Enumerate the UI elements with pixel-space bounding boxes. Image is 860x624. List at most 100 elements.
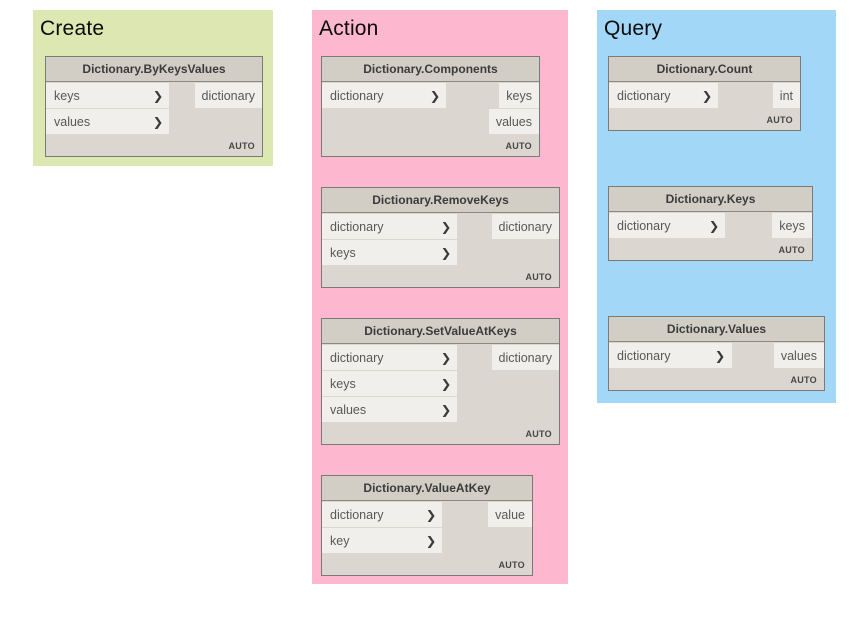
input-port-label: dictionary bbox=[617, 88, 671, 103]
input-port-keys[interactable]: keys ❯ bbox=[322, 371, 458, 396]
input-port-label: dictionary bbox=[330, 350, 384, 365]
port-row: dictionary ❯ keys bbox=[322, 83, 539, 108]
port-row: values ❯ bbox=[46, 109, 262, 134]
node-ports: keys❯ dictionary values ❯ bbox=[46, 82, 262, 134]
input-port-values[interactable]: values ❯ bbox=[46, 109, 170, 134]
port-row: dictionary ❯ int bbox=[609, 83, 800, 108]
port-arrow-icon: ❯ bbox=[440, 376, 452, 391]
output-port-keys[interactable]: keys bbox=[499, 83, 539, 108]
input-port-dictionary[interactable]: dictionary❯ bbox=[322, 214, 458, 239]
group-title-create: Create bbox=[40, 17, 105, 40]
port-arrow-icon: ❯ bbox=[425, 507, 436, 522]
port-row: values ❯ bbox=[322, 397, 559, 422]
group-title-action: Action bbox=[319, 17, 379, 40]
output-port-dictionary[interactable]: dictionary bbox=[491, 214, 559, 239]
output-port-dictionary[interactable]: dictionary bbox=[194, 83, 262, 108]
output-port-value[interactable]: value bbox=[488, 502, 532, 527]
lacing-indicator[interactable]: AUTO bbox=[525, 271, 552, 282]
node-ports: dictionary ❯ values bbox=[609, 342, 824, 368]
lacing-indicator[interactable]: AUTO bbox=[790, 374, 817, 385]
port-arrow-icon: ❯ bbox=[440, 350, 452, 365]
input-port-label: dictionary bbox=[617, 218, 671, 233]
input-port-values[interactable]: values ❯ bbox=[322, 397, 458, 422]
node-ports: dictionary ❯ dictionary keys ❯ values ❯ bbox=[322, 344, 559, 422]
port-row: key❯ bbox=[322, 528, 532, 553]
node-ports: dictionary ❯ keys values bbox=[322, 82, 539, 134]
port-row: dictionary ❯ values bbox=[609, 343, 824, 368]
output-port-dictionary[interactable]: dictionary bbox=[491, 345, 559, 370]
lacing-indicator[interactable]: AUTO bbox=[525, 428, 552, 439]
lacing-indicator[interactable]: AUTO bbox=[498, 559, 525, 570]
output-port-values[interactable]: values bbox=[488, 109, 539, 134]
input-port-dictionary[interactable]: dictionary ❯ bbox=[322, 83, 446, 108]
port-arrow-icon: ❯ bbox=[429, 88, 440, 103]
input-port-label: keys bbox=[54, 88, 80, 103]
output-port-label: dictionary bbox=[498, 350, 553, 365]
output-port-label: keys bbox=[779, 218, 805, 233]
port-row: values bbox=[322, 109, 539, 134]
node-title: Dictionary.Values bbox=[609, 317, 824, 342]
node-title: Dictionary.SetValueAtKeys bbox=[322, 319, 559, 344]
output-port-label: keys bbox=[506, 88, 532, 103]
node-title: Dictionary.ByKeysValues bbox=[46, 57, 262, 82]
node-ports: dictionary❯ keys bbox=[609, 212, 812, 238]
input-port-label: values bbox=[330, 402, 367, 417]
lacing-indicator[interactable]: AUTO bbox=[778, 244, 805, 255]
input-port-label: keys bbox=[330, 376, 356, 391]
port-row: dictionary ❯ value bbox=[322, 502, 532, 527]
input-port-label: dictionary bbox=[617, 348, 671, 363]
node-ports: dictionary❯ dictionary keys ❯ bbox=[322, 213, 559, 265]
node-dictionary-valueatkey[interactable]: Dictionary.ValueAtKey dictionary ❯ value key… bbox=[321, 475, 533, 576]
node-title: Dictionary.RemoveKeys bbox=[322, 188, 559, 213]
input-port-dictionary[interactable]: dictionary ❯ bbox=[609, 83, 718, 108]
output-port-values[interactable]: values bbox=[773, 343, 824, 368]
port-arrow-icon: ❯ bbox=[152, 114, 164, 129]
port-arrow-icon: ❯ bbox=[701, 88, 713, 103]
output-port-label: int bbox=[779, 88, 793, 103]
input-port-label: values bbox=[54, 114, 91, 129]
input-port-label: key bbox=[330, 533, 350, 548]
node-ports: dictionary ❯ value key❯ bbox=[322, 501, 532, 553]
group-title-query: Query bbox=[604, 17, 663, 40]
port-row: keys ❯ bbox=[322, 240, 559, 265]
lacing-indicator[interactable]: AUTO bbox=[228, 140, 255, 151]
port-row: dictionary ❯ dictionary bbox=[322, 345, 559, 370]
port-row: dictionary❯ dictionary bbox=[322, 214, 559, 239]
port-arrow-icon: ❯ bbox=[440, 402, 452, 417]
output-port-keys[interactable]: keys bbox=[772, 213, 812, 238]
output-port-label: values bbox=[780, 348, 817, 363]
input-port-dictionary[interactable]: dictionary ❯ bbox=[322, 502, 442, 527]
lacing-indicator[interactable]: AUTO bbox=[766, 114, 793, 125]
output-port-int[interactable]: int bbox=[772, 83, 800, 108]
input-port-key[interactable]: key❯ bbox=[322, 528, 442, 553]
node-title: Dictionary.Components bbox=[322, 57, 539, 82]
input-port-label: keys bbox=[330, 245, 356, 260]
lacing-indicator[interactable]: AUTO bbox=[505, 140, 532, 151]
input-port-label: dictionary bbox=[330, 88, 384, 103]
input-port-label: dictionary bbox=[330, 507, 384, 522]
node-title: Dictionary.Count bbox=[609, 57, 800, 82]
output-port-label: values bbox=[495, 114, 532, 129]
node-dictionary-components[interactable]: Dictionary.Components dictionary ❯ keys valu… bbox=[321, 56, 540, 157]
node-title: Dictionary.ValueAtKey bbox=[322, 476, 532, 501]
input-port-keys[interactable]: keys ❯ bbox=[322, 240, 458, 265]
node-title: Dictionary.Keys bbox=[609, 187, 812, 212]
input-port-dictionary[interactable]: dictionary ❯ bbox=[609, 343, 732, 368]
input-port-keys[interactable]: keys❯ bbox=[46, 83, 170, 108]
input-port-dictionary[interactable]: dictionary❯ bbox=[609, 213, 725, 238]
input-port-dictionary[interactable]: dictionary ❯ bbox=[322, 345, 458, 370]
port-arrow-icon: ❯ bbox=[440, 245, 452, 260]
port-arrow-icon: ❯ bbox=[715, 348, 726, 363]
